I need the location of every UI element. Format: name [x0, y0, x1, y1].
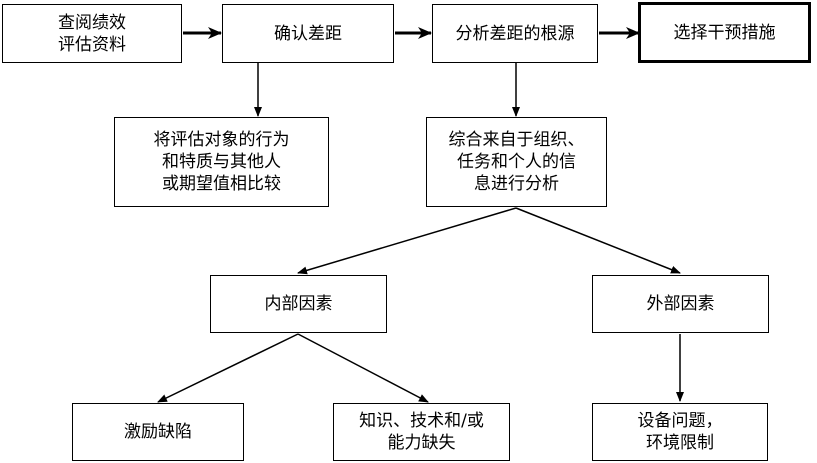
- node-compare: 将评估对象的行为 和特质与其他人 或期望值相比较: [114, 117, 329, 207]
- node-synthesize-label: 综合来自于组织、 任务和个人的信 息进行分析: [448, 130, 585, 194]
- node-confirm-gap: 确认差距: [222, 4, 394, 63]
- arrow-internal-to-motivation: [157, 333, 299, 403]
- node-knowledge: 知识、技术和/或 能力缺失: [333, 403, 510, 461]
- arrow-synthesize-to-external: [515, 207, 681, 274]
- node-review-label: 查阅绩效 评估资料: [58, 12, 126, 55]
- arrow-internal-to-knowledge: [297, 333, 429, 403]
- node-knowledge-label: 知识、技术和/或 能力缺失: [359, 411, 484, 453]
- node-review: 查阅绩效 评估资料: [2, 4, 182, 63]
- node-analyze-source-label: 分析差距的根源: [455, 23, 575, 44]
- node-equipment-label: 设备问题， 环境限制: [637, 411, 723, 453]
- node-equipment: 设备问题， 环境限制: [592, 403, 768, 461]
- node-internal: 内部因素: [210, 275, 387, 333]
- node-external-label: 外部因素: [646, 294, 715, 314]
- node-motivation: 激励缺陷: [72, 403, 244, 461]
- node-synthesize: 综合来自于组织、 任务和个人的信 息进行分析: [426, 117, 607, 207]
- arrow-synthesize-to-internal: [297, 207, 517, 275]
- node-compare-label: 将评估对象的行为 和特质与其他人 或期望值相比较: [153, 130, 290, 194]
- node-external: 外部因素: [592, 275, 769, 333]
- node-confirm-gap-label: 确认差距: [274, 23, 342, 44]
- node-internal-label: 内部因素: [264, 294, 333, 314]
- node-choose-measures-label: 选择干预措施: [673, 22, 776, 43]
- node-analyze-source: 分析差距的根源: [432, 4, 598, 63]
- node-motivation-label: 激励缺陷: [124, 422, 192, 442]
- node-choose-measures: 选择干预措施: [638, 2, 811, 63]
